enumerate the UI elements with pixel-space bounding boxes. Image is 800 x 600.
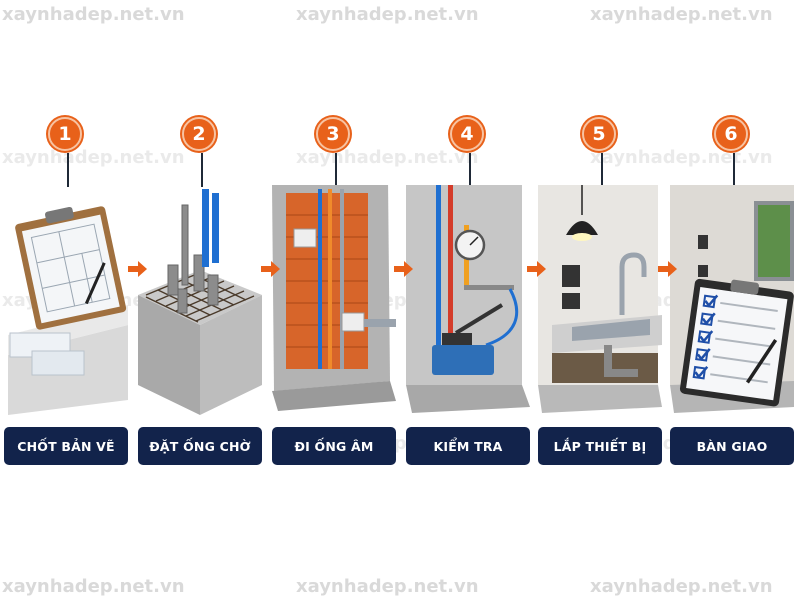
connector-line	[335, 153, 337, 187]
step-number-badge: 6	[714, 117, 748, 151]
arrow-right-icon	[128, 261, 147, 277]
connector-line	[67, 153, 69, 187]
arrow-right-icon	[394, 261, 413, 277]
checklist-clipboard-icon	[670, 185, 794, 413]
blueprint-clipboard-icon	[8, 206, 128, 415]
arrow-right-icon	[261, 261, 280, 277]
step-label: CHỐT BẢN VẼ	[4, 427, 128, 465]
step-number-badge: 3	[316, 117, 350, 151]
arrow-right-icon	[658, 261, 677, 277]
step-6: 6	[670, 117, 794, 467]
step-label: LẮP THIẾT BỊ	[538, 427, 662, 465]
step-label: BÀN GIAO	[670, 427, 794, 465]
connector-line	[469, 153, 471, 187]
arrow-right-icon	[527, 261, 546, 277]
rebar-pipe-sleeves-icon	[138, 189, 262, 415]
step-5: 5 LẮP THIẾT BỊ	[538, 117, 662, 467]
step-1: 1	[4, 117, 128, 467]
step-number-badge: 2	[182, 117, 216, 151]
connector-line	[733, 153, 735, 187]
step-label: KIỂM TRA	[406, 427, 530, 465]
step-3: 3 ĐI ỐNG ÂM	[272, 117, 396, 467]
pressure-test-pump-icon	[406, 185, 530, 413]
step-number-badge: 4	[450, 117, 484, 151]
step-number-badge: 1	[48, 117, 82, 151]
connector-line	[601, 153, 603, 187]
wall-embedded-pipes-icon	[272, 185, 396, 411]
step-label: ĐI ỐNG ÂM	[272, 427, 396, 465]
step-2: 2 ĐẶT ỐNG CHỜ	[138, 117, 262, 467]
sink-faucet-icon	[538, 185, 662, 413]
step-label: ĐẶT ỐNG CHỜ	[138, 427, 262, 465]
step-4: 4 KIỂM TRA	[406, 117, 530, 467]
step-number-badge: 5	[582, 117, 616, 151]
connector-line	[201, 153, 203, 187]
